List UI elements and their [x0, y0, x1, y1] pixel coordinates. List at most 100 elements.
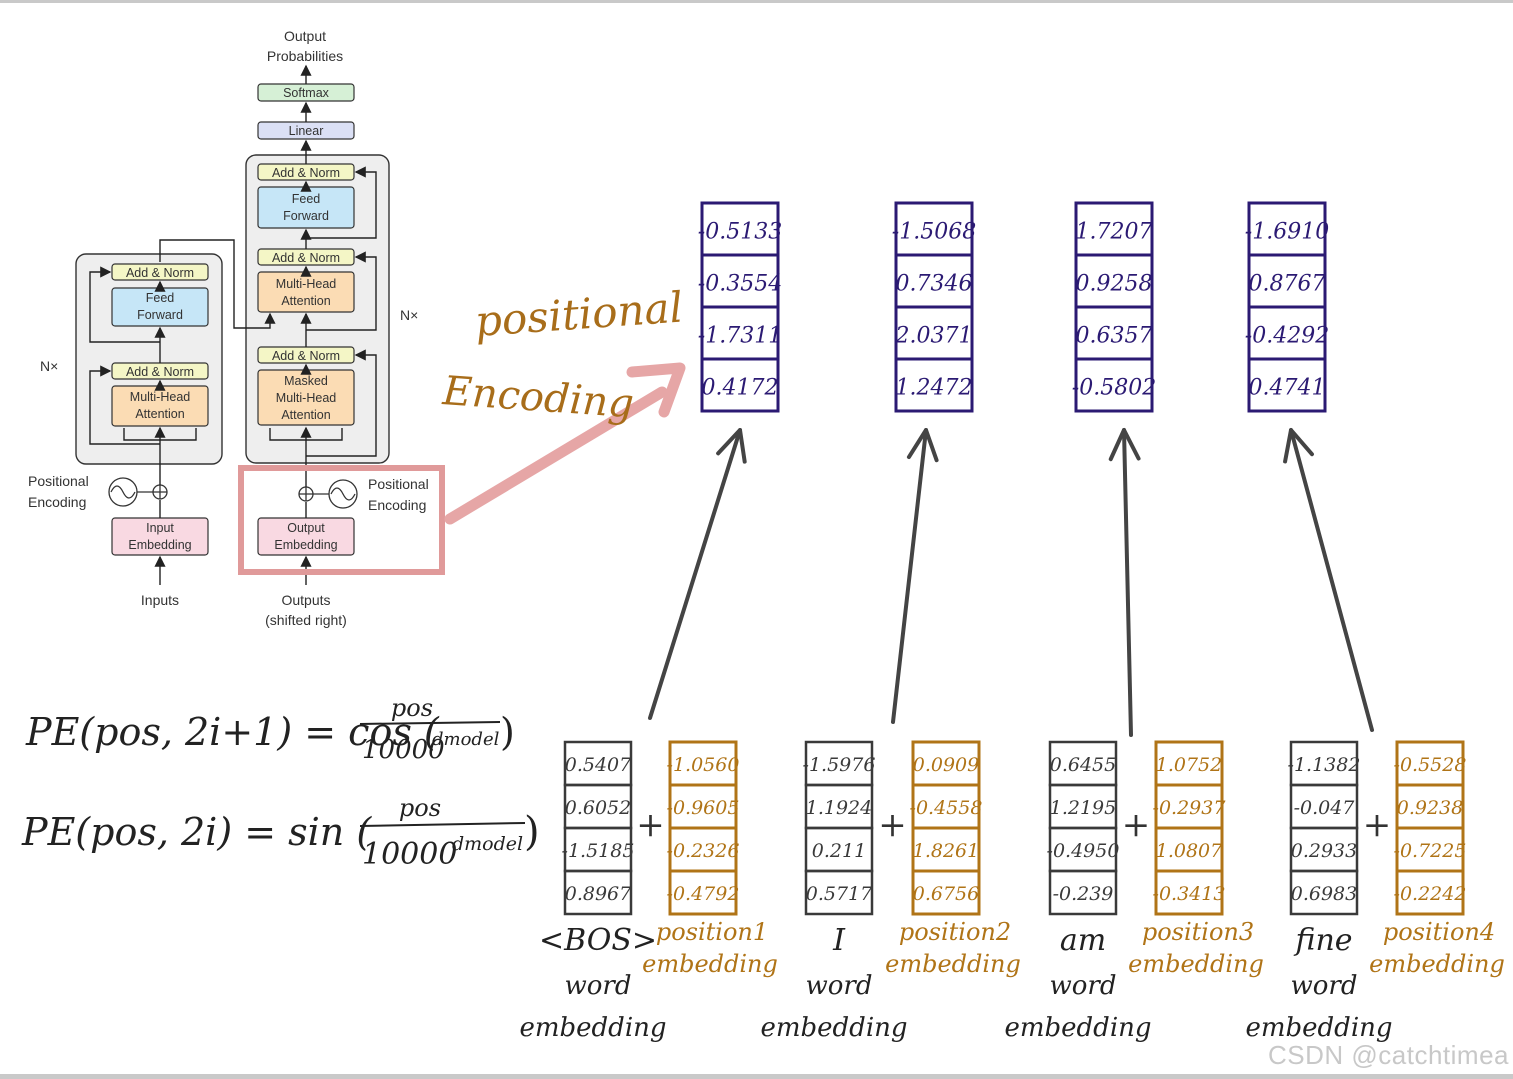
position-embedding-label-2: embedding	[885, 950, 1021, 978]
masked-attention-label-3: Attention	[281, 408, 330, 422]
word-embedding-vector-1-value: 0.6052	[565, 797, 631, 819]
position-embedding-vector-3-cell	[1154, 869, 1224, 916]
result-vector-3-value: 0.6357	[1076, 323, 1153, 348]
plus-sign-3: +	[1122, 805, 1151, 845]
token-label-3: am	[1060, 923, 1106, 958]
result-vector-4-cell	[1247, 357, 1327, 413]
word-embedding-vector-3-value: 1.2195	[1050, 797, 1116, 819]
word-embedding-vector-2-value: 0.5717	[806, 883, 873, 905]
embedding-vectors: -0.5133-0.3554-1.73110.41720.54070.6052-…	[519, 201, 1505, 1043]
encoder-add-norm-2	[111, 263, 209, 281]
formula-sin-denominator: 10000	[362, 837, 457, 872]
transformer-architecture: Output Probabilities Softmax Linear Add …	[28, 28, 429, 628]
position-embedding-vector-2-cell	[911, 869, 981, 916]
position-label-2: position2	[899, 918, 1011, 946]
result-vector-4-value: -0.4292	[1245, 323, 1329, 348]
position-embedding-vector-4-value: -0.7225	[1394, 840, 1467, 862]
sum-arrow-head-4	[1283, 428, 1314, 464]
result-vector-3-value: 1.7207	[1076, 219, 1153, 244]
word-embedding-vector-1-cell	[563, 869, 633, 916]
encoder-add-norm-2-label: Add & Norm	[126, 266, 194, 280]
position-embedding-label-3: embedding	[1128, 950, 1264, 978]
input-embedding-label-2: Embedding	[128, 538, 191, 552]
decoder-add-norm-2-label: Add & Norm	[272, 251, 340, 265]
result-vector-1-value: -0.3554	[698, 271, 782, 296]
word-embedding-label-2: embedding	[760, 1013, 907, 1043]
formula-cos-close: )	[500, 710, 515, 754]
position-label-4: position4	[1383, 918, 1495, 946]
position-embedding-vector-2-value: 1.8261	[913, 840, 979, 862]
position-label-3: position3	[1142, 918, 1254, 946]
sum-arrow-4	[1289, 428, 1374, 732]
callout-positional: positional	[473, 283, 684, 346]
word-embedding-label-4: embedding	[1245, 1013, 1392, 1043]
decoder-mha-label: Multi-Head	[276, 277, 336, 291]
position-embedding-vector-4-value: -0.5528	[1394, 754, 1467, 776]
position-embedding-vector-3-value: 1.0807	[1156, 840, 1223, 862]
formula-sin-exponent: dmodel	[452, 833, 523, 855]
result-vector-2-value: -1.5068	[892, 219, 976, 244]
plus-sign-1: +	[636, 805, 665, 845]
token-label-4: fine	[1293, 923, 1352, 958]
decoder-mha-label-2: Attention	[281, 294, 330, 308]
formula-sin-numerator: pos	[399, 794, 441, 822]
output-embedding-highlight	[238, 465, 445, 575]
formula-sin-close: )	[524, 809, 540, 855]
word-embedding-vector-3-value: -0.4950	[1047, 840, 1120, 862]
position-embedding-vector-1-value: -0.9605	[667, 797, 740, 819]
position-embedding-label-1: embedding	[642, 950, 778, 978]
encoder-panel	[75, 253, 223, 465]
result-vector-1-cell	[700, 357, 780, 413]
word-embedding-vector-2-value: 0.211	[812, 840, 866, 862]
result-vector-2-value: 1.2472	[896, 375, 973, 400]
sum-arrow-2	[891, 428, 928, 724]
decoder-feed-forward-label-2: Forward	[283, 209, 329, 223]
input-embedding-label: Input	[146, 521, 174, 535]
encoder-ff-label-2: Forward	[137, 308, 183, 322]
word-label-2: word	[806, 971, 873, 1001]
word-embedding-label-3: embedding	[1004, 1013, 1151, 1043]
result-vector-1-value: -1.7311	[698, 323, 782, 348]
formula-cos-exponent: dmodel	[432, 729, 500, 750]
decoder-add-norm-1-label: Add & Norm	[272, 349, 340, 363]
result-vector-3-value: 0.9258	[1076, 271, 1153, 296]
encoder-add-icon	[152, 484, 168, 500]
decoder-nx-label: N×	[400, 307, 418, 323]
position-embedding-vector-3-value: 1.0752	[1156, 754, 1222, 776]
word-embedding-label-1: embedding	[519, 1013, 666, 1043]
encoder-nx-label: N×	[40, 358, 58, 374]
sum-arrow-head-1	[716, 428, 747, 464]
encoder-add-norm-1-label: Add & Norm	[126, 365, 194, 379]
result-vector-4-value: 0.4741	[1249, 375, 1326, 400]
formula-sin-lhs: PE(pos, 2i) = sin (	[21, 810, 372, 854]
plus-sign-4: +	[1363, 805, 1392, 845]
plus-sign-2: +	[878, 805, 907, 845]
result-vector-3: 1.7207 0.9258 0.6357 -0.5802	[1072, 201, 1156, 413]
word-embedding-vector-1-value: -1.5185	[562, 840, 635, 862]
position-embedding-vector-4-cell	[1395, 869, 1465, 916]
result-vector-3-value: -0.5802	[1072, 375, 1156, 400]
sum-arrow-3	[1122, 428, 1133, 737]
formula-cos-lhs: PE(pos, 2i+1) = cos (	[25, 710, 440, 754]
word-embedding-vector-1-value: 0.8967	[565, 883, 632, 905]
encoder-mha-label: Multi-Head	[130, 390, 190, 404]
position-embedding-vector-2-value: 0.0909	[913, 754, 979, 776]
result-vector-2-value: 0.7346	[896, 271, 973, 296]
sum-arrow-head-2	[906, 428, 939, 463]
word-embedding-vector-2-value: -1.5976	[803, 754, 876, 776]
callout-arrow	[444, 362, 686, 525]
decoder-add-norm-3-label: Add & Norm	[272, 166, 340, 180]
encoder-pe-label-2: Encoding	[28, 494, 86, 510]
word-embedding-vector-3-value: -0.239	[1053, 883, 1114, 905]
outputs-label: Outputs	[281, 592, 330, 608]
token-label-2: I	[832, 923, 846, 958]
linear-label: Linear	[289, 124, 324, 138]
sum-arrow-1	[648, 428, 742, 720]
